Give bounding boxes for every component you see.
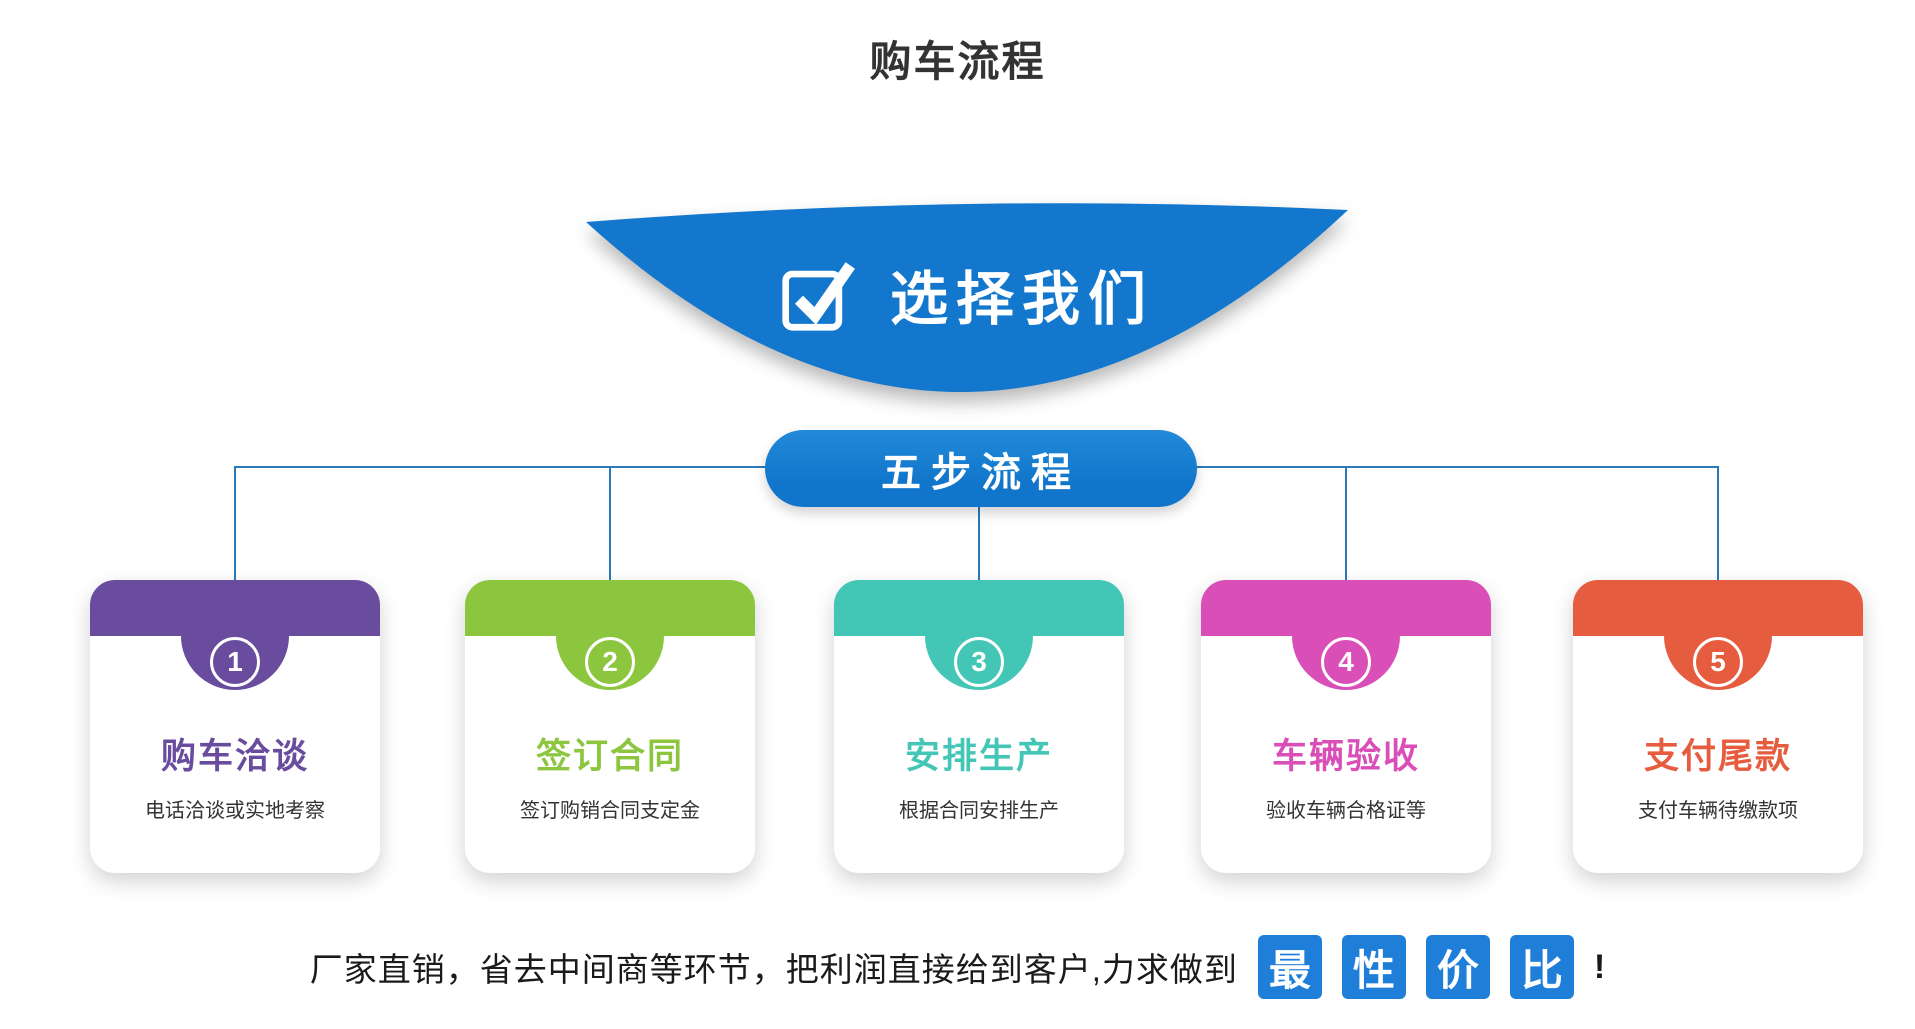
step-band: [90, 580, 380, 636]
step-card-4: 4 车辆验收 验收车辆合格证等: [1201, 580, 1491, 873]
step-card-1: 1 购车洽谈 电话洽谈或实地考察: [90, 580, 380, 873]
choose-us-banner: 选择我们: [586, 200, 1348, 450]
checkbox-icon: [782, 262, 855, 331]
highlight-char-2: 性: [1341, 935, 1406, 999]
step-band: [834, 580, 1124, 636]
connector-vertical-5: [1717, 466, 1719, 580]
step-number-badge: 3: [954, 637, 1004, 687]
page-title: 购车流程: [869, 38, 1046, 85]
highlight-char-1: 最: [1257, 935, 1322, 999]
five-step-pill: 五步流程: [765, 430, 1197, 507]
connector-vertical-2: [609, 466, 611, 580]
step-number-badge: 5: [1693, 637, 1743, 687]
step-band: [1201, 580, 1491, 636]
step-number-badge: 1: [210, 637, 260, 687]
step-title: 签订合同: [535, 737, 684, 776]
banner-content: 选择我们: [586, 252, 1348, 336]
step-number-badge: 4: [1321, 637, 1371, 687]
step-title: 安排生产: [904, 737, 1053, 776]
connector-vertical-3: [978, 505, 980, 580]
highlight-char-4: 比: [1509, 935, 1574, 999]
step-description: 根据合同安排生产: [899, 800, 1059, 822]
banner-title: 选择我们: [889, 267, 1154, 332]
step-title: 购车洽谈: [160, 737, 309, 776]
step-description: 支付车辆待缴款项: [1638, 800, 1798, 822]
tagline: 厂家直销，省去中间商等环节，把利润直接给到客户,力求做到 最 性 价 比 !: [0, 935, 1915, 999]
tagline-text: 厂家直销，省去中间商等环节，把利润直接给到客户,力求做到: [309, 951, 1238, 988]
connector-vertical-1: [234, 466, 236, 580]
highlight-char-3: 价: [1425, 935, 1490, 999]
step-description: 签订购销合同支定金: [520, 800, 700, 822]
tagline-suffix: !: [1593, 947, 1606, 986]
step-band: [465, 580, 755, 636]
connector-vertical-4: [1345, 466, 1347, 580]
step-number-badge: 2: [585, 637, 635, 687]
step-title: 车辆验收: [1271, 737, 1420, 776]
step-description: 验收车辆合格证等: [1266, 800, 1426, 822]
step-card-3: 3 安排生产 根据合同安排生产: [834, 580, 1124, 873]
step-description: 电话洽谈或实地考察: [145, 800, 325, 822]
step-band: [1573, 580, 1863, 636]
step-card-5: 5 支付尾款 支付车辆待缴款项: [1573, 580, 1863, 873]
step-card-2: 2 签订合同 签订购销合同支定金: [465, 580, 755, 873]
step-title: 支付尾款: [1643, 737, 1792, 776]
banner-arch-shape: [586, 203, 1348, 393]
